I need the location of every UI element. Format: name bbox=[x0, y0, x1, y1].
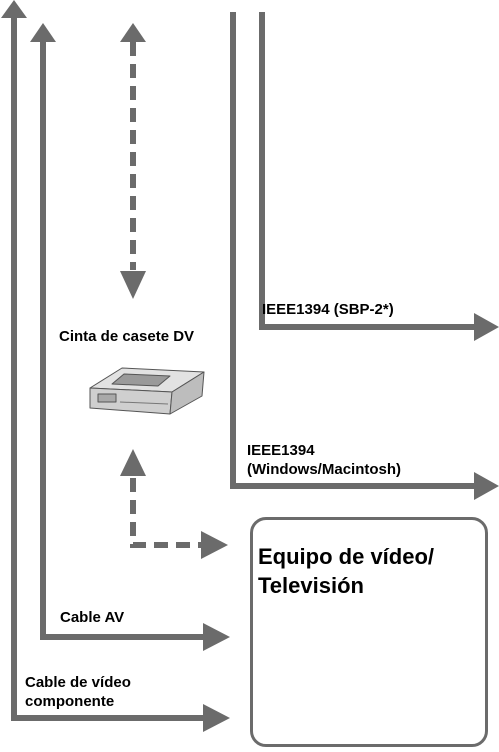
av-cable-line bbox=[40, 40, 205, 640]
arrowhead-dashed-right bbox=[201, 531, 228, 559]
arrowhead-component-right bbox=[203, 704, 230, 732]
ieee-win-line bbox=[230, 12, 476, 489]
component-label-line1: Cable de vídeo bbox=[25, 674, 131, 691]
component-cable-line bbox=[11, 18, 205, 721]
arrowhead-av-up bbox=[30, 23, 56, 42]
arrowhead-win-right bbox=[474, 472, 499, 500]
arrowhead-component-up bbox=[1, 0, 27, 18]
ieee-sbp-line bbox=[259, 12, 476, 330]
device-box-title-line1: Equipo de vídeo/ bbox=[258, 544, 435, 569]
dashed-line-bottom bbox=[130, 478, 203, 548]
device-box-title: Equipo de vídeo/ Televisión bbox=[258, 542, 434, 600]
arrowhead-dashed-cassette-up bbox=[120, 449, 146, 476]
cable-av-label: Cable AV bbox=[60, 609, 125, 626]
ieee-sbp-label: IEEE1394 (SBP-2*) bbox=[262, 301, 394, 318]
component-label-line2: componente bbox=[25, 693, 115, 710]
dv-cassette-icon bbox=[89, 367, 205, 415]
ieee-win-label-line1: IEEE1394 bbox=[247, 442, 315, 459]
cassette-label: Cinta de casete DV bbox=[59, 328, 195, 345]
arrowhead-sbp-right bbox=[474, 313, 499, 341]
video-equipment-box bbox=[250, 517, 488, 747]
device-box-title-line2: Televisión bbox=[258, 573, 364, 598]
ieee-win-label-line2: (Windows/Macintosh) bbox=[247, 461, 402, 478]
arrowhead-dashed-up bbox=[120, 23, 146, 42]
arrowhead-dashed-down bbox=[120, 271, 146, 299]
arrowhead-av-right bbox=[203, 623, 230, 651]
